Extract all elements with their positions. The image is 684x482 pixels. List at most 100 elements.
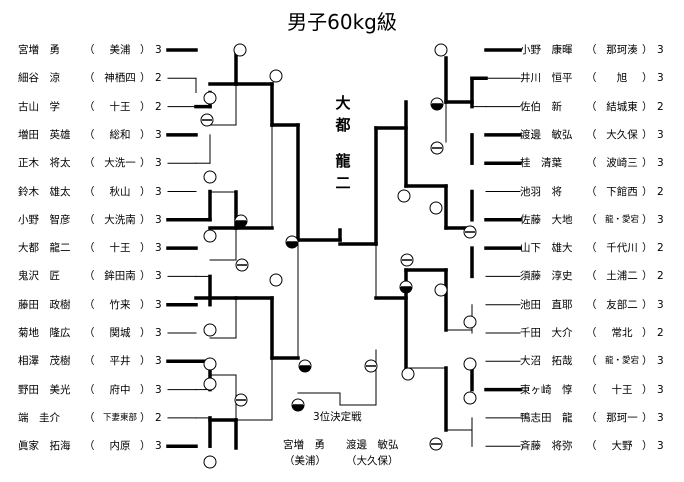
right-entry: 東ヶ崎 惇（十王）3 (520, 381, 670, 399)
left-entry-open: （ (84, 327, 95, 339)
left-entry-close: ） (140, 327, 151, 339)
page-title: 男子60kg級 (287, 10, 397, 34)
right-entry-close: ） (642, 157, 653, 170)
right-entry-school: 常北 (611, 327, 633, 339)
left-entry: 細谷 涼（神栖四）2 (18, 69, 168, 87)
right-entry-open: （ (586, 440, 597, 453)
left-entry: 藤田 政樹（竹来）3 (18, 296, 168, 314)
third-place-p1-school: （美浦） (284, 455, 326, 467)
left-entry-open: （ (84, 128, 95, 141)
right-entry-grade: 2 (657, 100, 664, 113)
left-entry-grade: 3 (155, 440, 162, 453)
right-entry: 池羽 将（下館西）2 (520, 183, 670, 201)
win-ippon-mark (203, 455, 217, 469)
left-entry-name: 菊地 隆広 (18, 327, 71, 339)
left-entry-grade: 3 (155, 128, 162, 141)
left-entry: 正木 将太（大洗一）3 (18, 154, 168, 172)
right-entry-name: 池羽 将 (520, 185, 562, 198)
left-entry-close: ） (140, 157, 151, 170)
right-entry-close: ） (642, 355, 653, 368)
left-entry-close: ） (140, 440, 151, 453)
right-entry-grade: 3 (657, 440, 664, 453)
win-decision-mark (430, 141, 444, 155)
win-ippon-mark (463, 315, 477, 329)
right-entry-close: ） (642, 383, 653, 396)
left-entry-grade: 3 (155, 157, 162, 170)
third-place-p2-name: 渡邊 敏弘 (346, 439, 399, 451)
left-entry-close: ） (140, 355, 151, 368)
right-entry-close: ） (642, 44, 653, 56)
right-entry-school: 龍・愛宕 (604, 214, 639, 225)
third-place-label: 3位決定戦 (313, 411, 362, 423)
right-entry-open: （ (586, 298, 597, 311)
right-entry-grade: 2 (657, 185, 664, 198)
left-entry-open: （ (84, 242, 95, 255)
left-entry-school: 美浦 (109, 44, 131, 56)
left-entry-open: （ (84, 383, 95, 396)
right-entry-grade: 3 (657, 213, 664, 226)
third-place-p1-name: 宮増 勇 (283, 439, 325, 451)
win-waza-mark (430, 97, 444, 111)
left-entry-name: 野田 美光 (18, 383, 71, 396)
left-entry: 眞家 拓海（内原）3 (18, 437, 168, 455)
right-entry-name: 斉藤 将弥 (520, 440, 573, 453)
left-entry-close: ） (140, 298, 151, 311)
left-entry-name: 小野 智彦 (18, 213, 71, 226)
win-ippon-mark (203, 323, 217, 337)
win-decision-mark (429, 437, 443, 451)
right-entry-close: ） (642, 242, 653, 255)
right-entry-close: ） (642, 327, 653, 339)
champion-char-2: 都 (335, 116, 351, 134)
right-entry-grade: 2 (657, 327, 664, 339)
win-ippon-mark (269, 273, 283, 287)
right-entry: 斉藤 将弥（大野）3 (520, 437, 670, 455)
right-entry: 小野 康暉（那珂湊）3 (520, 41, 670, 59)
left-entry-open: （ (84, 100, 95, 113)
right-entry-name: 小野 康暉 (520, 44, 573, 56)
right-entry-grade: 2 (657, 270, 664, 283)
champion-char-4: 二 (335, 174, 351, 192)
right-entry-open: （ (586, 242, 597, 255)
win-ippon-mark (463, 357, 477, 371)
right-entry-school: 下館西 (606, 185, 638, 198)
win-ippon-mark (434, 283, 448, 297)
win-waza-mark (285, 235, 299, 249)
left-entry-grade: 3 (155, 242, 162, 255)
left-entry-name: 鈴木 雄太 (18, 185, 71, 198)
left-entry: 菊地 隆広（関城）3 (18, 324, 168, 342)
left-entry-open: （ (84, 213, 95, 226)
right-entry: 大沼 拓哉（龍・愛宕）3 (520, 352, 670, 370)
left-entry-name: 眞家 拓海 (18, 440, 71, 453)
right-entry-open: （ (586, 383, 597, 396)
win-ippon-mark (434, 43, 448, 57)
left-entry: 相澤 茂樹（平井）3 (18, 352, 168, 370)
right-entry-open: （ (586, 270, 597, 283)
left-entry-school: 鉾田南 (104, 270, 136, 283)
left-entry-close: ） (140, 270, 151, 283)
right-entry-grade: 2 (657, 242, 664, 255)
win-ippon-mark (203, 170, 217, 184)
left-entry-open: （ (84, 355, 95, 368)
right-entry: 井川 恒平（旭）3 (520, 69, 670, 87)
right-entry-grade: 3 (657, 72, 664, 85)
right-entry-open: （ (586, 44, 597, 56)
right-entry: 千田 大介（常北）2 (520, 324, 670, 342)
right-entry-school: 千代川 (606, 242, 638, 255)
win-ippon-mark (203, 91, 217, 105)
left-entry-open: （ (84, 185, 95, 198)
right-entry-school: 大久保 (606, 128, 638, 141)
win-waza-mark (234, 214, 248, 228)
right-entry: 桂 清葉（波崎三）3 (520, 154, 670, 172)
right-entry-open: （ (586, 355, 597, 368)
left-entry-close: ） (140, 44, 151, 56)
left-entry: 宮増 勇（美浦）3 (18, 41, 168, 59)
right-entry-school: 友部二 (606, 298, 638, 311)
right-entry-school: 龍・愛宕 (604, 356, 639, 367)
third-place-p2-school: （大久保） (346, 455, 399, 467)
right-entry-close: ） (642, 298, 653, 311)
win-decision-mark (364, 359, 378, 373)
left-entry-name: 正木 将太 (18, 157, 71, 170)
left-entry-close: ） (140, 185, 151, 198)
